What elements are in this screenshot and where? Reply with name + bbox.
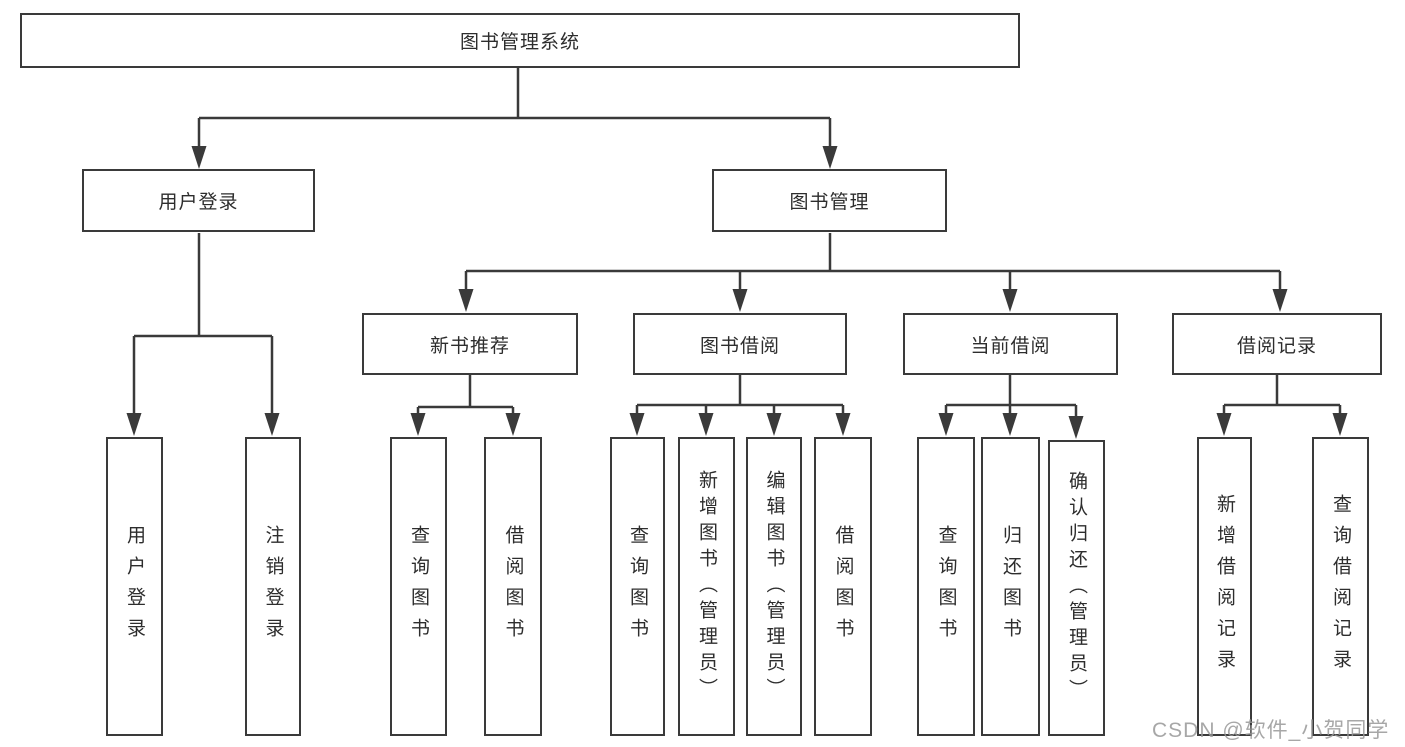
- node-new-book-recommend: 新书推荐: [362, 313, 578, 375]
- leaf-cb-confirm-return-admin-label: 确认归还（管理员）: [1066, 471, 1087, 705]
- node-book-borrowing: 图书借阅: [633, 313, 847, 375]
- leaf-user-login-label: 用户登录: [124, 524, 145, 649]
- leaf-br-query-record-label: 查询借阅记录: [1330, 493, 1351, 680]
- leaf-cb-return-books: 归还图书: [981, 437, 1040, 736]
- node-root-label: 图书管理系统: [459, 32, 580, 53]
- leaf-br-add-record: 新增借阅记录: [1197, 437, 1252, 736]
- leaf-nb-borrow-books: 借阅图书: [484, 437, 542, 736]
- connector-lines: [132, 68, 1342, 423]
- leaf-nb-query-books-label: 查询图书: [408, 524, 429, 649]
- leaf-bb-borrow-books-label: 借阅图书: [832, 524, 854, 649]
- leaf-br-query-record: 查询借阅记录: [1312, 437, 1369, 736]
- node-new-book-recommend-label: 新书推荐: [429, 335, 510, 357]
- node-current-borrowing: 当前借阅: [903, 313, 1118, 375]
- leaf-br-add-record-label: 新增借阅记录: [1214, 493, 1235, 680]
- leaf-bb-borrow-books: 借阅图书: [814, 437, 872, 736]
- leaf-bb-edit-books-admin: 编辑图书（管理员）: [746, 437, 802, 736]
- leaf-bb-add-books-admin-label: 新增图书（管理员）: [696, 469, 717, 704]
- csdn-watermark: CSDN @软件_小贺同学: [1152, 719, 1390, 742]
- node-borrowing-records: 借阅记录: [1172, 313, 1382, 375]
- leaf-cb-return-books-label: 归还图书: [1000, 524, 1021, 649]
- leaf-cb-query-books-label: 查询图书: [935, 524, 957, 649]
- leaf-logout: 注销登录: [245, 437, 301, 736]
- node-user-login-label: 用户登录: [158, 192, 239, 213]
- node-borrowing-records-label: 借阅记录: [1236, 335, 1317, 357]
- arrowheads: [126, 146, 1348, 439]
- leaf-logout-label: 注销登录: [262, 524, 284, 649]
- leaf-user-login: 用户登录: [106, 437, 163, 736]
- node-user-login: 用户登录: [82, 169, 315, 232]
- leaf-cb-confirm-return-admin: 确认归还（管理员）: [1048, 440, 1105, 736]
- node-current-borrowing-label: 当前借阅: [970, 335, 1051, 357]
- leaf-nb-borrow-books-label: 借阅图书: [502, 524, 524, 649]
- leaf-cb-query-books: 查询图书: [917, 437, 975, 736]
- node-book-borrowing-label: 图书借阅: [699, 335, 780, 357]
- node-book-management: 图书管理: [712, 169, 947, 232]
- leaf-bb-edit-books-admin-label: 编辑图书（管理员）: [763, 469, 785, 704]
- leaf-nb-query-books: 查询图书: [390, 437, 447, 736]
- node-root: 图书管理系统: [20, 13, 1020, 68]
- leaf-bb-query-books: 查询图书: [610, 437, 665, 736]
- leaf-bb-add-books-admin: 新增图书（管理员）: [678, 437, 735, 736]
- leaf-bb-query-books-label: 查询图书: [627, 524, 648, 649]
- node-book-management-label: 图书管理: [789, 192, 870, 213]
